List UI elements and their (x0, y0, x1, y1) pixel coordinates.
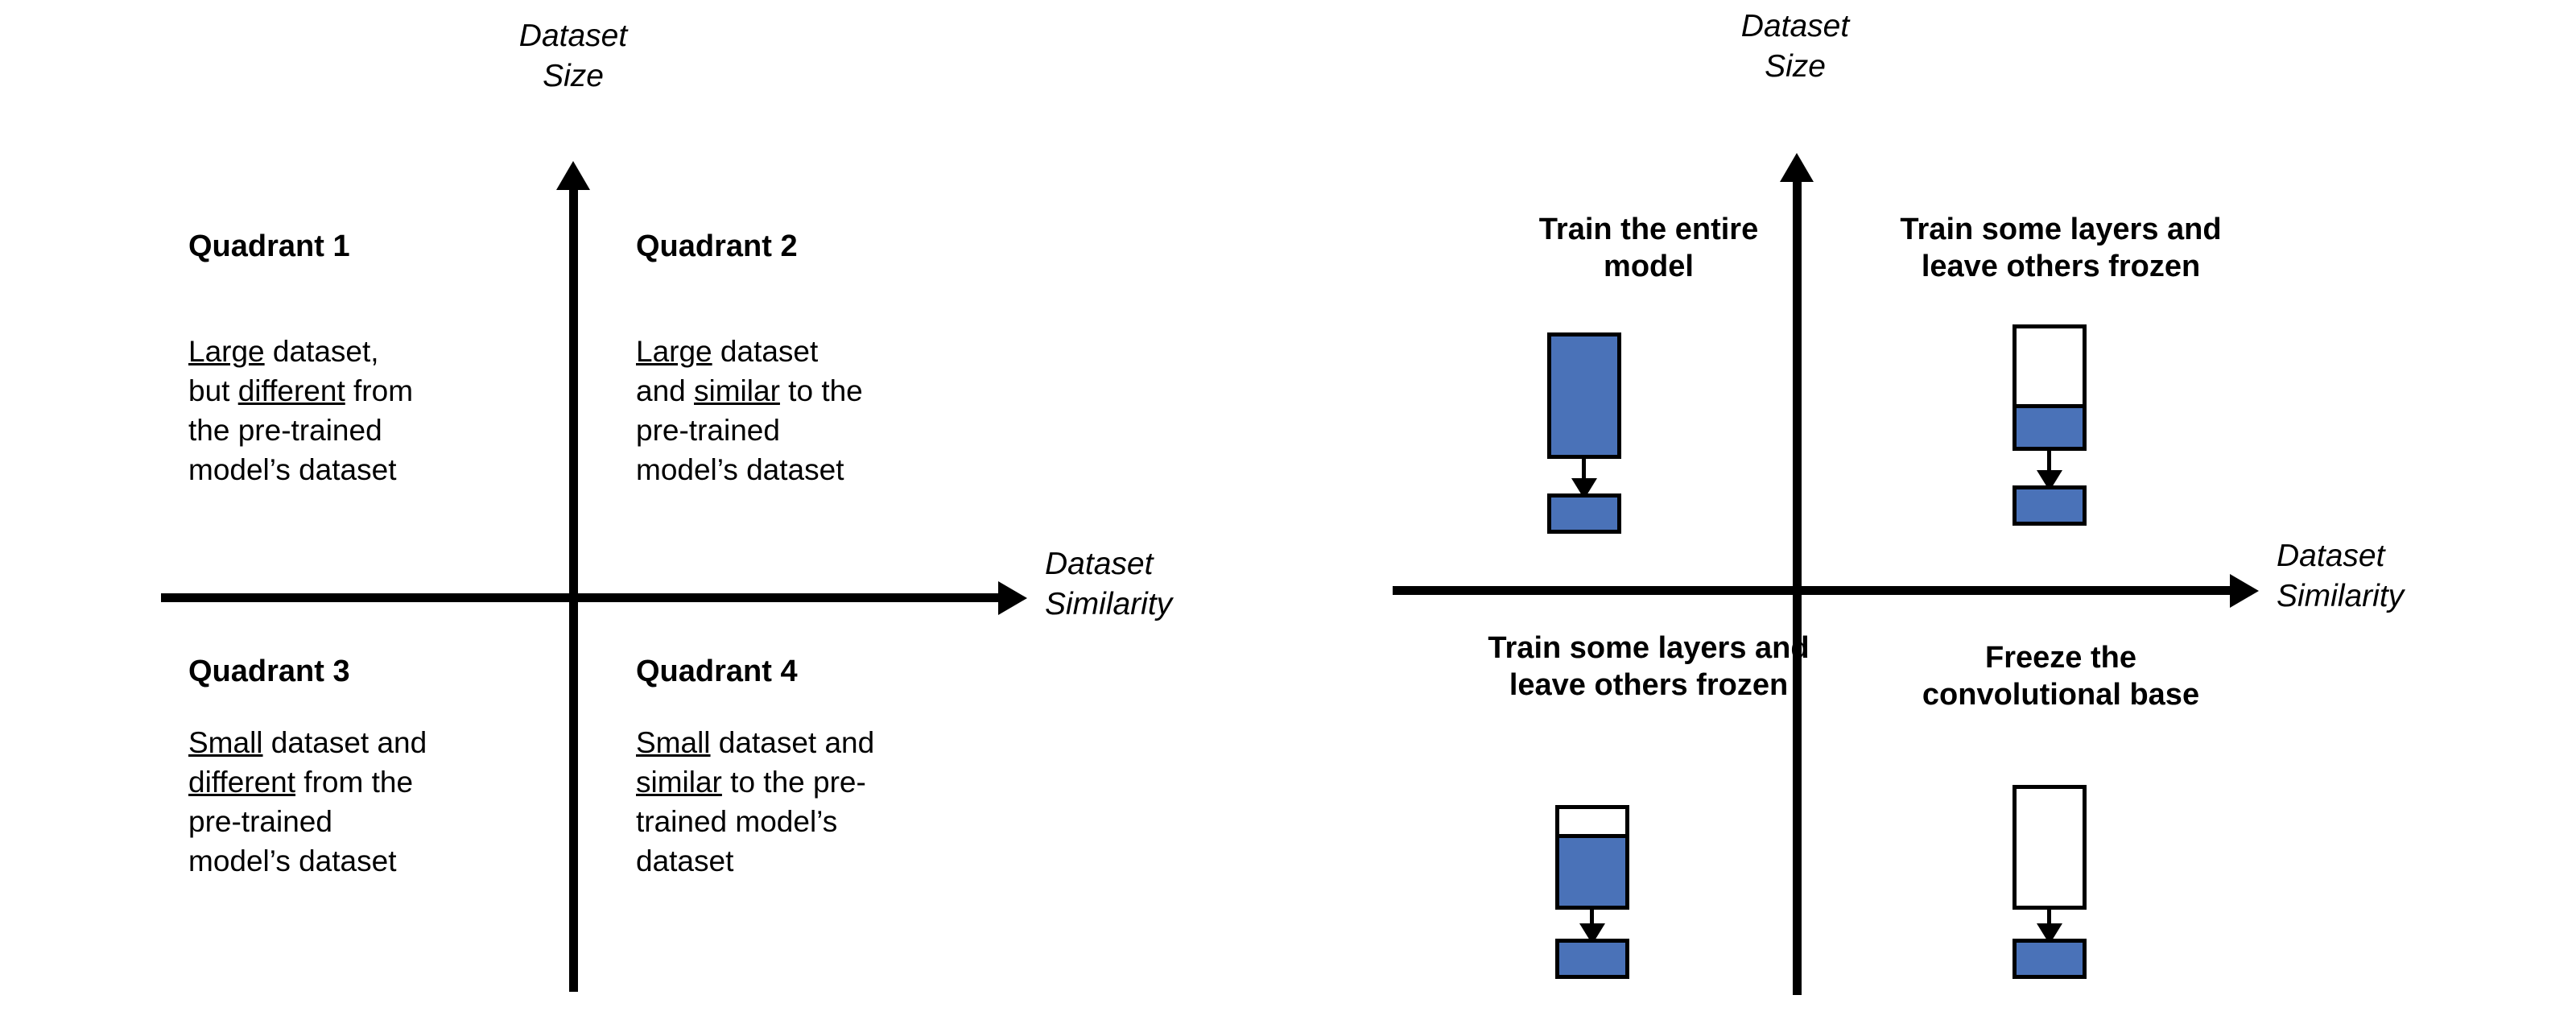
conv-base-box-q2 (2013, 324, 2087, 451)
y-axis-arrowhead-right (1780, 153, 1814, 182)
quadrant-4-title: Quadrant 4 (636, 654, 798, 688)
quadrant-1-body: Large dataset, but different from the pr… (188, 335, 414, 486)
conv-base-box-q3 (1555, 805, 1629, 910)
y-axis-label-right: Dataset Size (1740, 9, 1850, 84)
classifier-head-box-q4 (2013, 939, 2087, 979)
conv-base-split-line-q3 (1559, 834, 1625, 838)
y-axis-arrowhead-left (556, 161, 590, 190)
connector-line-q1 (1582, 459, 1586, 483)
strategy-quadrant-4-heading: Freeze the convolutional base (1922, 641, 2200, 712)
strategy-quadrant-1-heading: Train the entire model (1538, 213, 1759, 283)
quadrant-3-body: Small dataset and different from the pre… (188, 726, 427, 877)
conv-base-box-q1 (1547, 332, 1621, 459)
y-axis-line-left (569, 188, 578, 992)
quadrant-4-body: Small dataset and similar to the pre- tr… (636, 726, 875, 877)
connector-line-q4 (2047, 910, 2051, 927)
conv-base-fill-q2 (2017, 407, 2083, 447)
quadrant-1-title: Quadrant 1 (188, 229, 350, 263)
quadrant-3-title: Quadrant 3 (188, 654, 350, 688)
x-axis-label-right: Dataset Similarity (2277, 539, 2405, 613)
classifier-head-box-q2 (2013, 485, 2087, 526)
conv-base-fill-q3 (1559, 838, 1625, 906)
transfer-learning-strategy-diagram: Dataset Size Dataset Similarity Train th… (1288, 0, 2576, 1024)
strategy-quadrant-2-heading: Train some layers and leave others froze… (1900, 213, 2222, 283)
x-axis-line-left (161, 593, 998, 602)
conv-base-split-line-q2 (2017, 403, 2083, 408)
strategy-quadrant-3-heading: Train some layers and leave others froze… (1488, 631, 1810, 702)
quadrant-2-title: Quadrant 2 (636, 229, 798, 263)
conv-base-box-q4 (2013, 785, 2087, 910)
x-axis-line-right (1393, 586, 2230, 595)
quadrant-matrix-diagram: Dataset Size Dataset Similarity Quadrant… (161, 19, 1173, 992)
classifier-head-box-q3 (1555, 939, 1629, 979)
connector-line-q3 (1590, 910, 1594, 927)
connector-line-q2 (2047, 451, 2051, 475)
x-axis-arrowhead-left (998, 581, 1027, 615)
quadrant-2-body: Large dataset and similar to the pre-tra… (636, 335, 863, 486)
y-axis-label-left: Dataset Size (518, 19, 628, 93)
x-axis-arrowhead-right (2230, 574, 2259, 608)
classifier-head-box-q1 (1547, 493, 1621, 534)
x-axis-label-left: Dataset Similarity (1045, 547, 1173, 621)
conv-base-fill-q1 (1551, 337, 1617, 455)
